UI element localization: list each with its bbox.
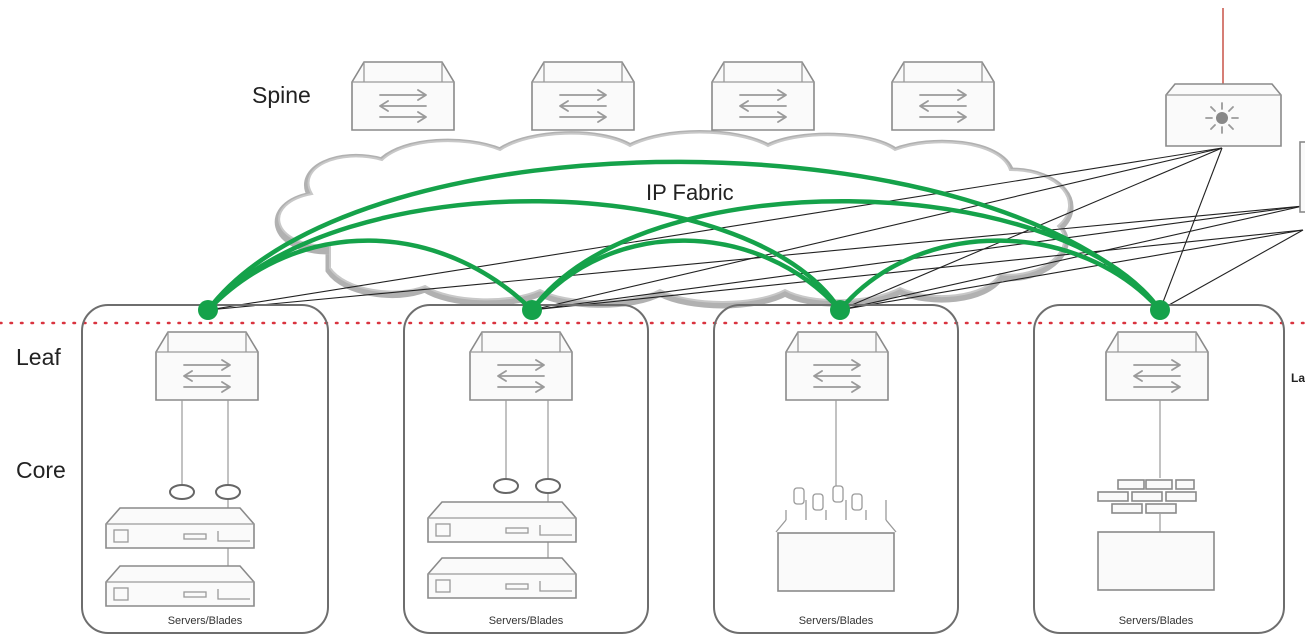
router-mesh-links [207, 147, 1304, 311]
server-icon [105, 565, 255, 607]
router-icon [1165, 8, 1305, 213]
spine-switch-icon [891, 61, 995, 131]
ip-fabric-label: IP Fabric [646, 180, 734, 205]
right-edge-label: La [1291, 371, 1305, 385]
spine-switch-icon [351, 61, 455, 131]
pod-2-label: Servers/Blades [489, 615, 564, 627]
firewall-icon [1097, 479, 1215, 591]
server-icon [427, 501, 577, 543]
core-label: Core [16, 457, 66, 483]
fabric-links [198, 159, 1170, 320]
load-balancer-icon [775, 485, 897, 592]
leaf-label: Leaf [16, 344, 61, 370]
leaf-switch-icon [785, 331, 889, 401]
spine-label: Spine [252, 82, 311, 108]
spine-switch-icon [711, 61, 815, 131]
spine-switch-icon [531, 61, 635, 131]
leaf-switch-icon [1105, 331, 1209, 401]
leaf-switch-icon [155, 331, 259, 401]
leaf-switch-icon [469, 331, 573, 401]
pod-4-label: Servers/Blades [1119, 615, 1194, 627]
pod-1-label: Servers/Blades [168, 615, 243, 627]
server-icon [427, 557, 577, 599]
pod-3 [713, 304, 959, 634]
pod-2 [403, 304, 649, 634]
pod-4 [1033, 304, 1285, 634]
spine-switches [351, 61, 995, 131]
pod-1 [81, 304, 329, 634]
server-icon [105, 507, 255, 549]
pod-3-label: Servers/Blades [799, 615, 874, 627]
